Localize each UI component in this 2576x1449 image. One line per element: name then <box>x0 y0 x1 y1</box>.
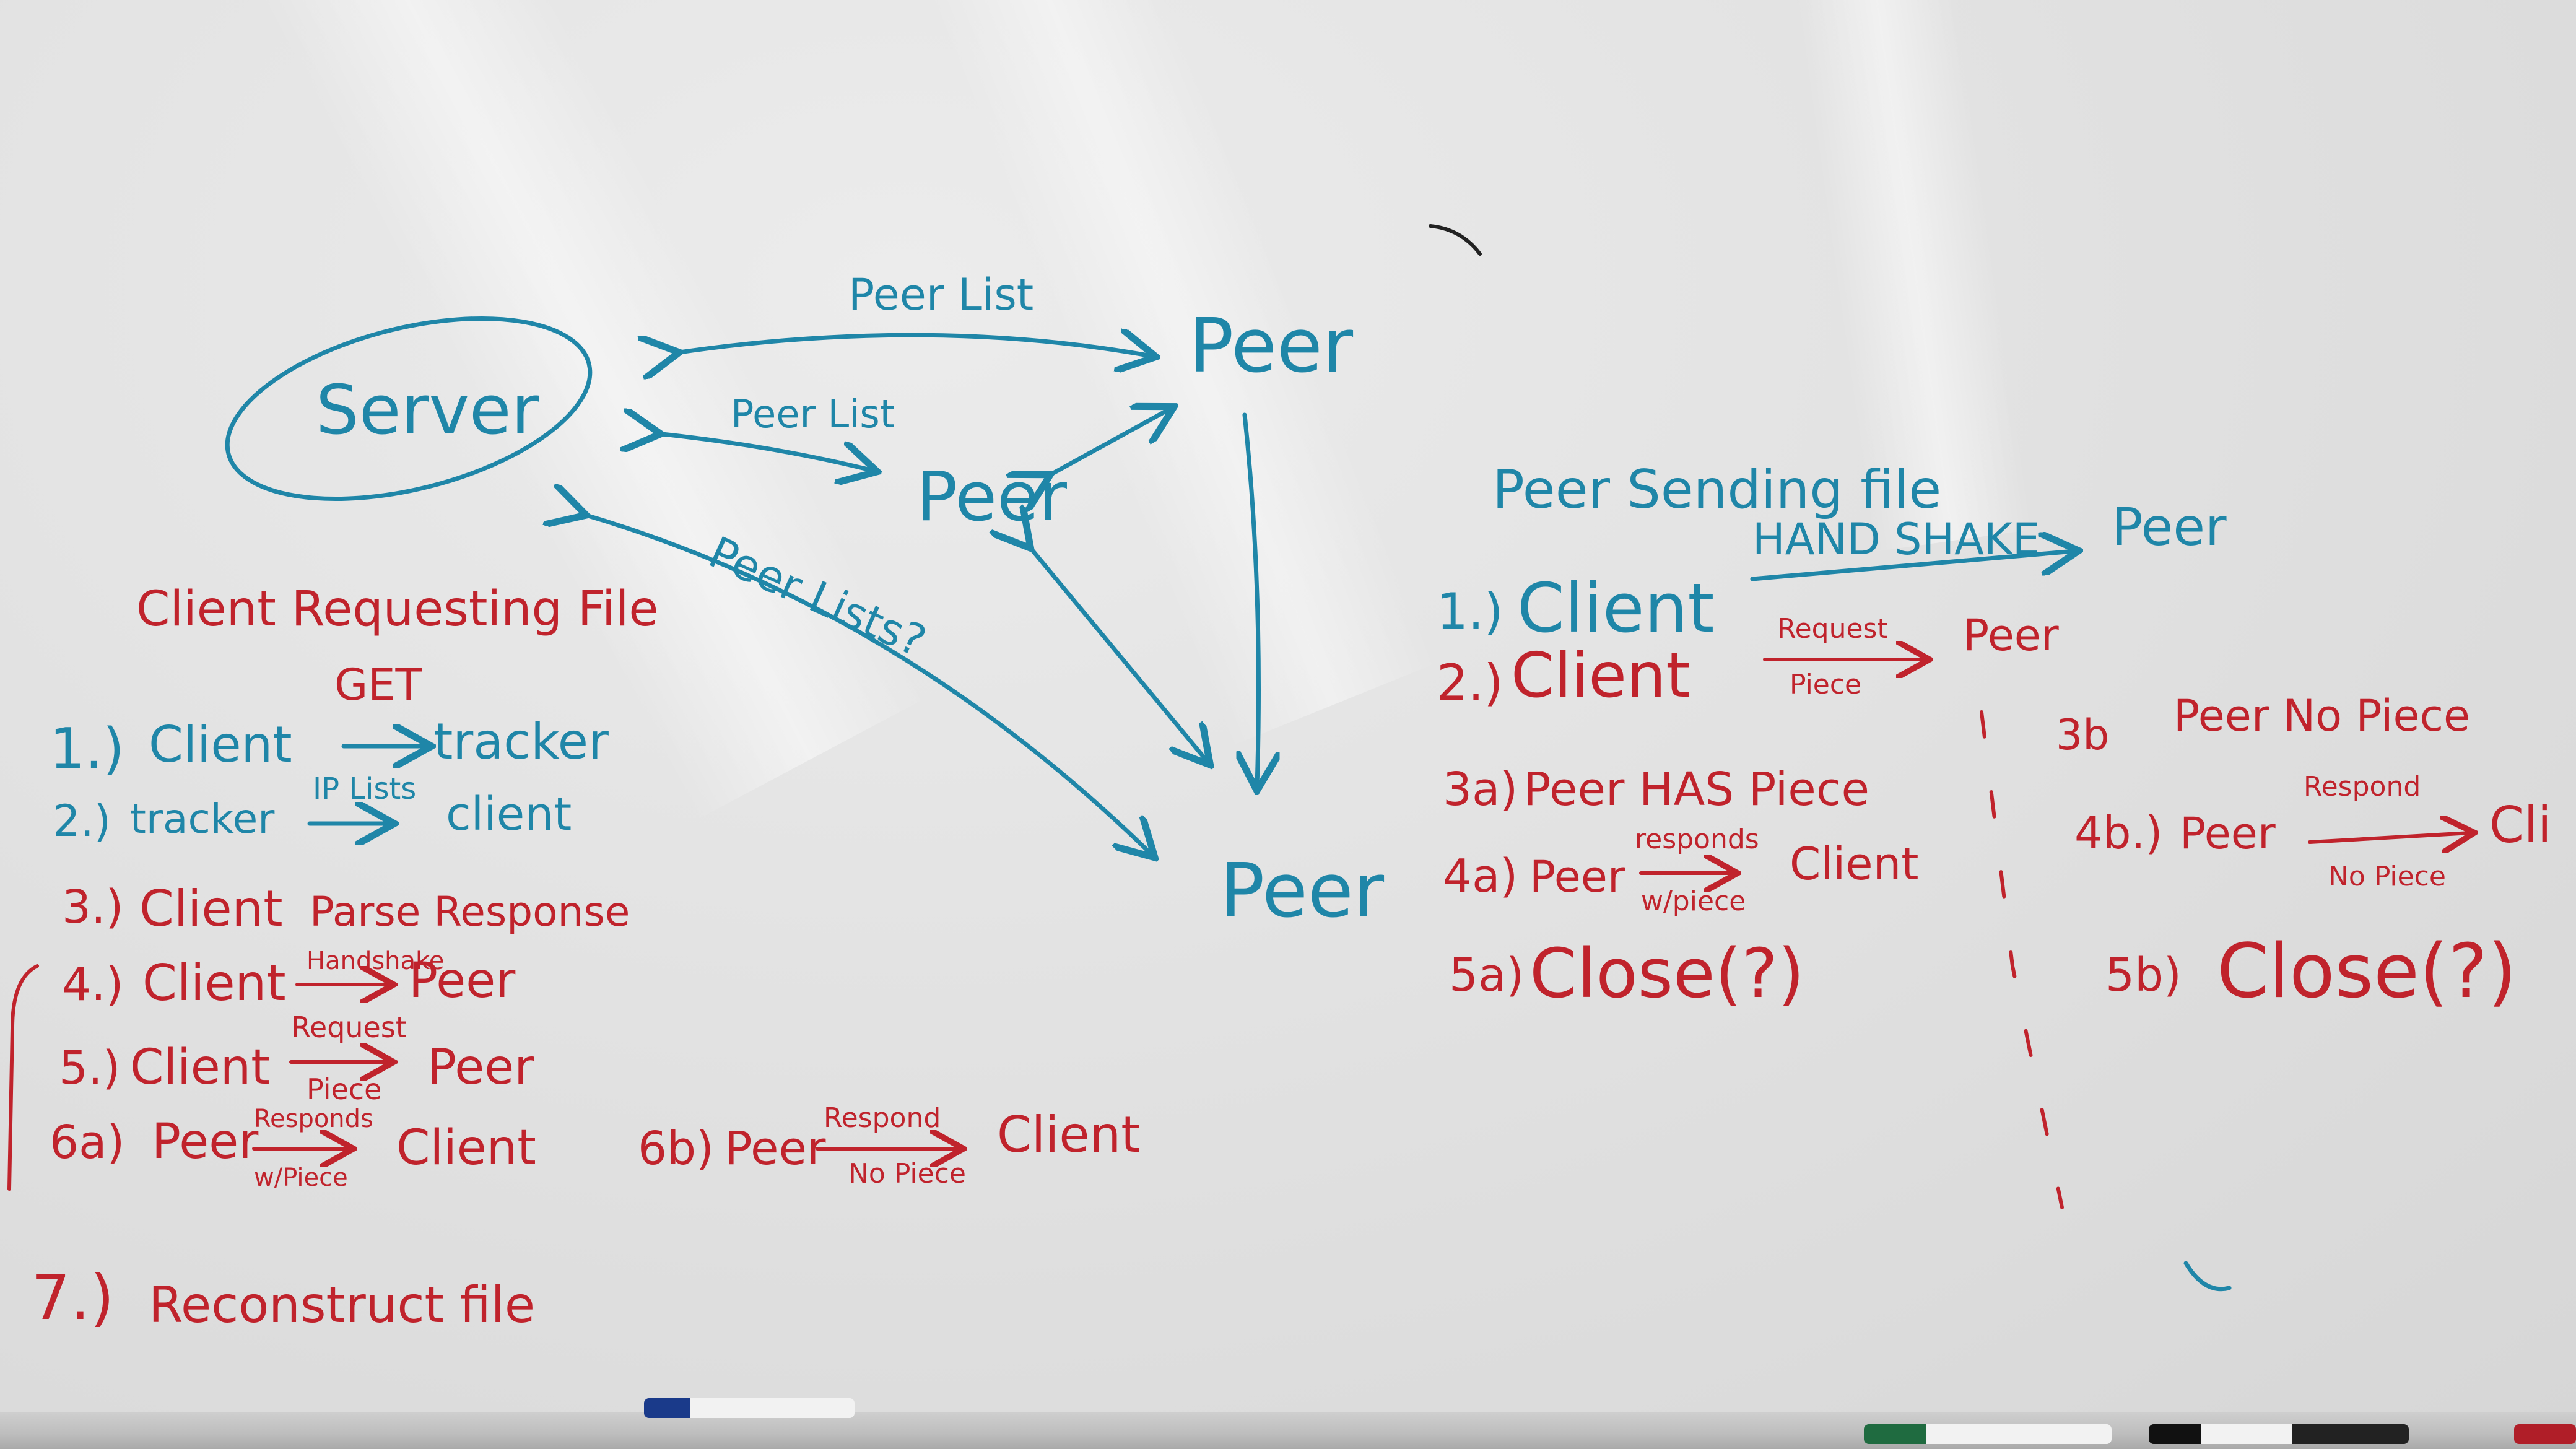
ps-step-4b-arrow <box>2308 833 2471 842</box>
step-6a-from: Peer <box>152 1114 259 1170</box>
ps-step-4b-arrow-top: Respond <box>2304 771 2421 803</box>
step-3-from: Client <box>139 880 283 938</box>
client-requesting-title: Client Requesting File <box>136 581 658 637</box>
peer-list-top-label: Peer List <box>848 269 1033 320</box>
step-6a-arrow-top: Responds <box>254 1105 373 1133</box>
step-5-arrow-bottom: Piece <box>307 1073 381 1106</box>
step-3-num: 3.) <box>62 881 123 934</box>
ps-step-4a-num: 4a) <box>1443 850 1518 903</box>
ps-step-1-num: 1.) <box>1437 583 1503 640</box>
step-2-num: 2.) <box>53 796 111 846</box>
step-6b-arrow-bottom: No Piece <box>848 1158 966 1190</box>
step-6a-arrow-bottom: w/Piece <box>254 1164 348 1192</box>
server-ellipse <box>225 316 593 502</box>
step-6a-num: 6a) <box>50 1116 124 1169</box>
peer-sending-title: Peer Sending file <box>1492 459 1941 521</box>
ps-step-2-from: Client <box>1511 639 1690 711</box>
ps-step-4b-to: Cli <box>2489 796 2551 854</box>
step-4-to: Peer <box>409 953 516 1009</box>
step-3-to: Parse Response <box>310 888 630 936</box>
ps-step-4a-from: Peer <box>1530 851 1625 902</box>
ps-step-5a-num: 5a) <box>1449 949 1524 1002</box>
step-6a-to: Client <box>396 1120 536 1176</box>
arrow-peer-mid-peer-top <box>1046 409 1170 477</box>
red-marker[interactable] <box>2514 1424 2576 1444</box>
step-7-num: 7.) <box>31 1261 114 1334</box>
step-6b-to: Client <box>997 1106 1141 1164</box>
peer-sending-section: Peer Sending file 1.) Client HAND SHAKE … <box>1437 459 2551 1209</box>
peer-list-mid-label: Peer List <box>731 391 895 437</box>
peer-lists-label: Peer Lists? <box>702 527 933 668</box>
stray-mark <box>2183 1261 2232 1292</box>
ps-step-4a-arrow-top: responds <box>1635 824 1759 855</box>
get-label: GET <box>334 659 422 710</box>
arrow-peer-top-peer-bottom <box>1245 412 1259 786</box>
ps-step-1-to: Peer <box>2112 497 2227 557</box>
step-5-arrow-top: Request <box>291 1011 407 1044</box>
green-marker[interactable] <box>1864 1424 2112 1444</box>
steps-bracket <box>7 964 39 1191</box>
ps-step-1-from: Client <box>1517 568 1714 648</box>
ps-step-2-num: 2.) <box>1437 654 1503 711</box>
step-6b-from: Peer <box>724 1122 826 1175</box>
blue-marker[interactable] <box>644 1398 855 1418</box>
peer-bottom-label: Peer <box>1220 848 1385 934</box>
step-2-from: tracker <box>130 795 275 843</box>
step-2-to: client <box>446 788 572 841</box>
marker-tray <box>0 1412 2576 1449</box>
step-2-arrow-label: IP Lists <box>313 772 416 806</box>
step-5-from: Client <box>130 1040 270 1095</box>
ps-step-3a-text: Peer HAS Piece <box>1523 763 1869 816</box>
arrow-server-peer-mid <box>656 433 873 471</box>
ps-step-2-arrow-bottom: Piece <box>1790 669 1861 700</box>
ps-step-3b-text: Peer No Piece <box>2174 690 2470 741</box>
step-6b-num: 6b) <box>638 1122 714 1175</box>
ps-step-4b-arrow-bottom: No Piece <box>2328 861 2446 892</box>
step-5-num: 5.) <box>59 1042 120 1095</box>
ps-step-1-arrow <box>1750 551 2074 581</box>
black-marker[interactable] <box>2149 1424 2409 1444</box>
stray-mark <box>1429 224 1482 256</box>
ps-step-3b-num: 3b <box>2056 711 2109 760</box>
peer-mid-label: Peer <box>916 457 1068 536</box>
ps-step-2-arrow-top: Request <box>1777 613 1888 645</box>
client-requesting-section: Client Requesting File GET 1.) Client tr… <box>7 581 1141 1334</box>
ps-step-5b-text: Close(?) <box>2217 929 2517 1015</box>
step-1-num: 1.) <box>50 716 124 781</box>
step-4-from: Client <box>142 954 286 1012</box>
peer-top-label: Peer <box>1189 303 1354 389</box>
server-label: Server <box>316 370 539 450</box>
branch-divider <box>1980 710 2064 1209</box>
step-7-text: Reconstruct file <box>149 1276 535 1334</box>
ps-step-3a-num: 3a) <box>1443 763 1518 816</box>
arrow-peer-mid-peer-bottom <box>1028 545 1208 762</box>
arrow-server-peer-top <box>675 335 1152 356</box>
ps-step-5a-text: Close(?) <box>1530 934 1804 1013</box>
step-1-to: tracker <box>433 713 609 770</box>
ps-step-2-to: Peer <box>1963 610 2059 661</box>
ps-step-4b-from: Peer <box>2180 808 2276 859</box>
arrow-server-peer-bottom <box>582 514 1152 855</box>
ps-step-4a-arrow-bottom: w/piece <box>1641 886 1746 917</box>
step-6b-arrow-top: Respond <box>824 1102 941 1134</box>
step-4-num: 4.) <box>62 958 123 1011</box>
ps-step-5b-num: 5b) <box>2105 949 2182 1002</box>
ps-step-4a-to: Client <box>1790 838 1918 890</box>
ps-step-4b-num: 4b.) <box>2074 807 2163 859</box>
step-1-from: Client <box>149 716 292 773</box>
step-5-to: Peer <box>427 1040 534 1095</box>
